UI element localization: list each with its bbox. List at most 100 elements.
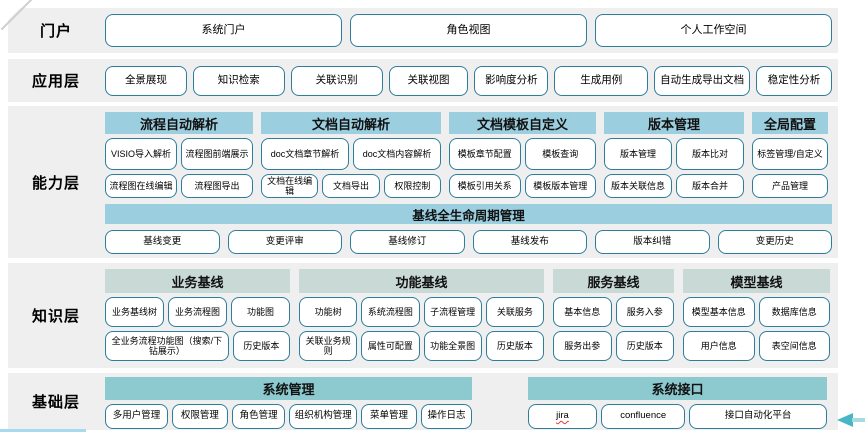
- module-chip: 权限管理: [172, 404, 228, 429]
- module-chip: 版本关联信息: [604, 174, 672, 198]
- module-chip: 业务流程图: [168, 297, 227, 327]
- module-chip: 稳定性分析: [756, 65, 832, 96]
- module-chip: 流程图在线编辑: [105, 174, 177, 198]
- group-header: 文档模板自定义: [449, 112, 596, 134]
- baseline-items: 基线变更变更评审基线修订基线发布版本纠错变更历史: [105, 230, 832, 254]
- group-header: 模型基线: [683, 269, 830, 293]
- module-chip: 变更历史: [717, 230, 832, 254]
- module-chip: 用户信息: [683, 331, 755, 361]
- module-chip: 历史版本: [485, 331, 544, 361]
- module-chip: 角色管理: [231, 404, 286, 429]
- module-chip: 版本合并: [676, 174, 744, 198]
- module-chip: 版本比对: [676, 138, 744, 170]
- module-chip: 文档导出: [322, 174, 380, 198]
- knowledge-group: 业务基线业务基线树业务流程图功能图全业务流程功能图（搜索/下钻展示）历史版本: [105, 269, 290, 361]
- capability-group: 版本管理版本管理版本比对版本关联信息版本合并: [604, 112, 744, 198]
- left-arrow-icon: [837, 413, 853, 427]
- portal-items: 系统门户角色视图个人工作空间: [105, 8, 832, 53]
- module-chip: 数据库信息: [758, 297, 830, 327]
- module-chip: 产品管理: [752, 174, 828, 198]
- module-chip: 基线变更: [105, 230, 220, 254]
- group-row: 模板引用关系模板版本管理: [449, 174, 596, 198]
- group-row: 关联业务规则属性可配置功能全景图历史版本: [299, 331, 544, 361]
- module-chip: 历史版本: [615, 331, 674, 361]
- layer-band-portal: 门户 系统门户角色视图个人工作空间: [8, 8, 838, 53]
- module-chip: 关联识别: [290, 65, 383, 96]
- layer-label: 应用层: [31, 73, 80, 90]
- module-chip: 模板章节配置: [449, 138, 521, 170]
- group-row: 用户信息表空间信息: [683, 331, 830, 361]
- group-header: 系统管理: [105, 377, 472, 400]
- application-items: 全景展现知识检索关联识别关联视图影响度分析生成用例自动生成导出文档稳定性分析: [105, 59, 832, 102]
- module-chip: 子流程管理: [423, 297, 482, 327]
- module-chip: 版本纠错: [595, 230, 710, 254]
- module-chip: 模板版本管理: [524, 174, 596, 198]
- layer-band-knowledge: 知识层 业务基线业务基线树业务流程图功能图全业务流程功能图（搜索/下钻展示）历史…: [8, 263, 838, 368]
- module-chip: confluence: [601, 404, 686, 429]
- group-row: 功能树系统流程图子流程管理关联服务: [299, 297, 544, 327]
- capability-group: 全局配置标签管理/自定义产品管理: [752, 112, 828, 198]
- group-row: 业务基线树业务流程图功能图: [105, 297, 290, 327]
- module-chip: 历史版本: [232, 331, 290, 361]
- module-chip: 版本管理: [604, 138, 672, 170]
- group-header: 功能基线: [299, 269, 544, 293]
- module-chip: 模型基本信息: [683, 297, 755, 327]
- module-chip: 关联视图: [388, 65, 469, 96]
- module-chip: 菜单管理: [361, 404, 417, 429]
- module-chip: 影响度分析: [474, 65, 549, 96]
- module-chip: 功能图: [231, 297, 290, 327]
- module-chip: 全业务流程功能图（搜索/下钻展示）: [105, 331, 229, 361]
- foundation-group: 系统管理多用户管理权限管理角色管理组织机构管理菜单管理操作日志: [105, 377, 473, 429]
- group-row: 流程图在线编辑流程图导出: [105, 174, 253, 198]
- module-chip: doc文档章节解析: [261, 138, 349, 170]
- module-chip: 组织机构管理: [289, 404, 358, 429]
- knowledge-groups: 业务基线业务基线树业务流程图功能图全业务流程功能图（搜索/下钻展示）历史版本功能…: [105, 263, 832, 361]
- module-chip: 关联业务规则: [299, 331, 358, 361]
- layer-band-foundation: 基础层 系统管理多用户管理权限管理角色管理组织机构管理菜单管理操作日志 系统接口 j…: [8, 373, 838, 430]
- group-row: 文档在线编辑文档导出权限控制: [261, 174, 441, 198]
- group-row: 多用户管理权限管理角色管理组织机构管理菜单管理操作日志: [105, 404, 473, 429]
- module-chip: 变更评审: [227, 230, 342, 254]
- module-chip: 文档在线编辑: [261, 174, 319, 198]
- capability-group: 文档模板自定义模板章节配置模板查询模板引用关系模板版本管理: [449, 112, 596, 198]
- module-chip: 表空间信息: [758, 331, 830, 361]
- module-chip: 基线修订: [350, 230, 465, 254]
- group-header: 系统接口: [528, 377, 827, 400]
- module-chip: 服务出参: [553, 331, 612, 361]
- group-row: 版本关联信息版本合并: [604, 174, 744, 198]
- group-header: 业务基线: [105, 269, 290, 293]
- module-chip: 多用户管理: [105, 404, 169, 429]
- group-header: 版本管理: [604, 112, 744, 134]
- bottom-left-accent-line: [0, 429, 86, 432]
- module-chip: 功能全景图: [423, 331, 482, 361]
- knowledge-content: 业务基线业务基线树业务流程图功能图全业务流程功能图（搜索/下钻展示）历史版本功能…: [105, 263, 832, 368]
- group-header: 服务基线: [553, 269, 674, 293]
- group-header: 全局配置: [752, 112, 828, 134]
- module-chip: 模板查询: [524, 138, 596, 170]
- knowledge-group: 功能基线功能树系统流程图子流程管理关联服务关联业务规则属性可配置功能全景图历史版…: [299, 269, 544, 361]
- group-row: 模板章节配置模板查询: [449, 138, 596, 170]
- layer-label: 基础层: [31, 394, 80, 411]
- module-chip: 服务入参: [615, 297, 674, 327]
- module-chip: 标签管理/自定义: [752, 138, 828, 170]
- module-chip: 系统流程图: [361, 297, 420, 327]
- layer-label: 能力层: [31, 174, 80, 192]
- module-chip: 属性可配置: [361, 331, 420, 361]
- module-chip: 功能树: [299, 297, 358, 327]
- group-row: 标签管理/自定义: [752, 138, 828, 170]
- module-chip: 关联服务: [485, 297, 544, 327]
- group-row: 模型基本信息数据库信息: [683, 297, 830, 327]
- group-row: VISIO导入解析流程图前端展示: [105, 138, 253, 170]
- module-chip: 系统门户: [105, 14, 342, 47]
- layer-label: 门户: [39, 23, 72, 40]
- knowledge-group: 服务基线基本信息服务入参服务出参历史版本: [553, 269, 674, 361]
- group-header-baseline: 基线全生命周期管理: [105, 204, 832, 224]
